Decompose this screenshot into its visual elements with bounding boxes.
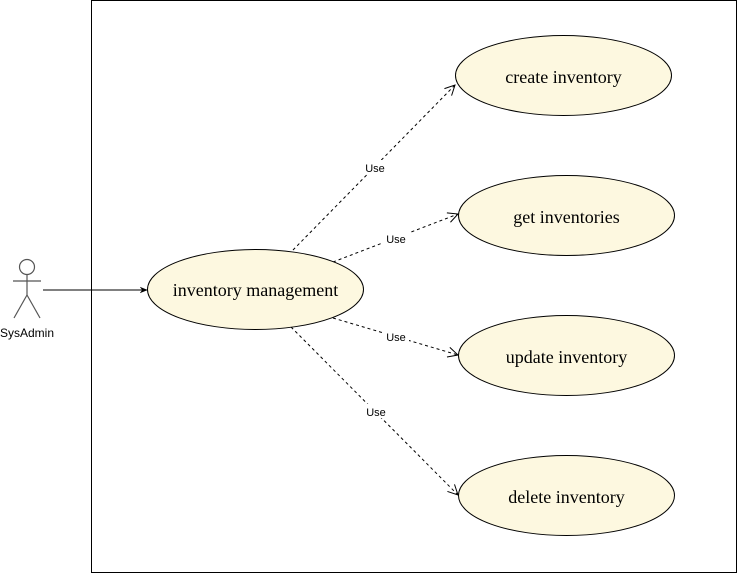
- edge-label-update: Use: [386, 332, 406, 344]
- edge-label-create: Use: [365, 163, 385, 175]
- system-boundary: [91, 0, 737, 573]
- use-case-update-inventory: [458, 315, 675, 396]
- use-case-get-inventories: [458, 175, 675, 256]
- use-case-create-inventory: [455, 35, 672, 116]
- edge-label-get: Use: [386, 234, 406, 246]
- use-case-create-inventory-label: create inventory: [505, 67, 621, 87]
- use-case-inventory-management-label: inventory management: [173, 280, 338, 300]
- actor-label: SysAdmin: [0, 326, 54, 340]
- use-case-get-inventories-label: get inventories: [513, 207, 619, 227]
- actor-right-leg: [26, 294, 41, 319]
- edge-label-delete: Use: [366, 407, 386, 419]
- use-case-inventory-management: [147, 249, 364, 330]
- use-case-delete-inventory-label: delete inventory: [508, 487, 624, 507]
- actor-head: [18, 258, 36, 276]
- actor-sysadmin: [13, 258, 41, 319]
- actor-left-leg: [13, 294, 28, 319]
- use-edge-update: [332, 317, 458, 355]
- use-case-update-inventory-label: update inventory: [506, 347, 627, 367]
- use-case-delete-inventory: [458, 455, 675, 536]
